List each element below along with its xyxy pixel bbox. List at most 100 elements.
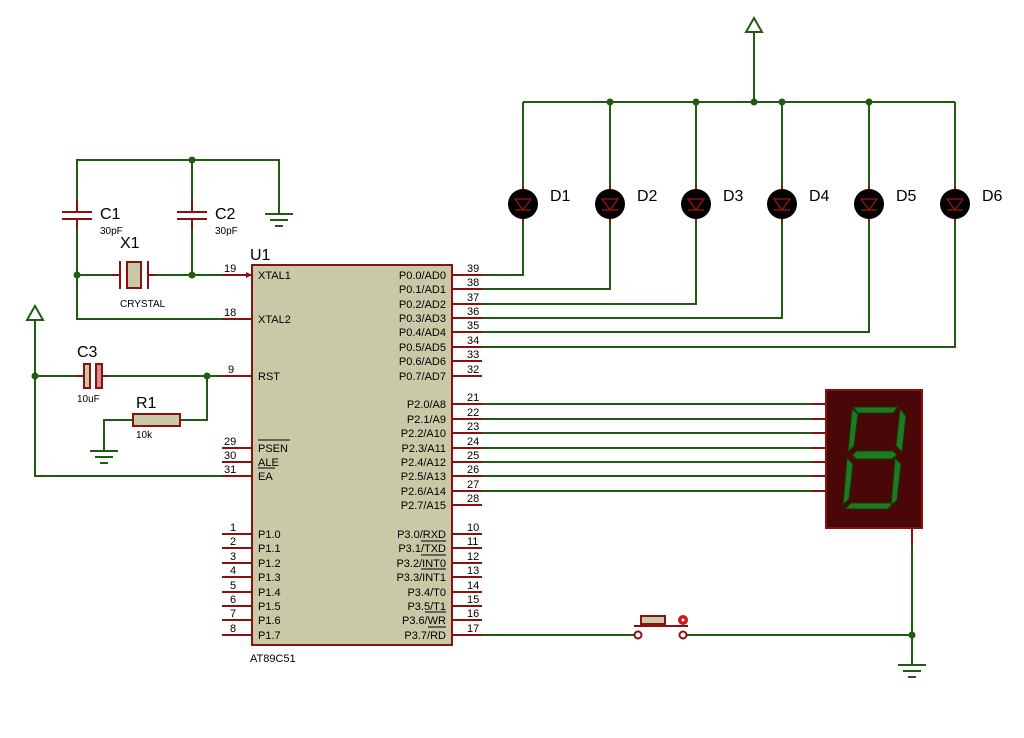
svg-text:9: 9 <box>228 364 234 376</box>
resistor-r1[interactable]: R1 10k <box>132 395 181 441</box>
mcu-pin-1[interactable]: 1P1.0 <box>222 522 281 541</box>
svg-text:32: 32 <box>467 364 479 376</box>
svg-text:XTAL2: XTAL2 <box>258 314 291 326</box>
svg-text:33: 33 <box>467 349 479 361</box>
svg-text:XTAL1: XTAL1 <box>258 270 291 282</box>
push-button[interactable] <box>633 615 688 640</box>
led-d6[interactable]: D6 <box>940 186 1003 222</box>
crystal-x1[interactable]: X1 CRYSTAL <box>112 235 166 310</box>
segment-b <box>895 407 907 454</box>
svg-text:30pF: 30pF <box>215 226 238 237</box>
svg-text:22: 22 <box>467 407 479 419</box>
svg-text:C3: C3 <box>77 344 98 361</box>
capacitor-c3[interactable]: C3 10uF <box>77 344 109 405</box>
svg-text:3: 3 <box>230 551 236 563</box>
segment-f <box>847 408 859 454</box>
svg-text:8: 8 <box>230 623 236 635</box>
svg-text:12: 12 <box>467 551 479 563</box>
svg-text:5: 5 <box>230 580 236 592</box>
oscillator-wires <box>73 156 280 320</box>
svg-text:28: 28 <box>467 493 479 505</box>
svg-text:P2.1/A9: P2.1/A9 <box>407 414 446 426</box>
reset-wires <box>31 320 222 477</box>
svg-text:31: 31 <box>224 464 236 476</box>
led-d2[interactable]: D2 <box>595 186 658 222</box>
svg-text:P0.7/AD7: P0.7/AD7 <box>399 371 446 383</box>
svg-text:P3.6/WR: P3.6/WR <box>402 615 446 627</box>
svg-text:19: 19 <box>224 263 236 275</box>
led-d1[interactable]: D1 <box>508 186 571 222</box>
svg-text:10uF: 10uF <box>77 394 100 405</box>
svg-text:24: 24 <box>467 436 479 448</box>
svg-text:D4: D4 <box>809 188 830 205</box>
svg-text:38: 38 <box>467 277 479 289</box>
capacitor-c2[interactable]: C2 30pF <box>177 200 238 237</box>
svg-text:P0.4/AD4: P0.4/AD4 <box>399 327 446 339</box>
svg-text:PSEN: PSEN <box>258 443 288 455</box>
svg-text:D1: D1 <box>550 188 571 205</box>
svg-text:P2.6/A14: P2.6/A14 <box>401 486 446 498</box>
mcu-pin-8[interactable]: 8P1.7 <box>222 623 281 642</box>
mcu-pin-7[interactable]: 7P1.6 <box>222 608 281 627</box>
svg-text:17: 17 <box>467 623 479 635</box>
mcu-u1[interactable]: U1 AT89C51 <box>250 247 453 665</box>
svg-text:P1.3: P1.3 <box>258 572 281 584</box>
segment-g <box>851 450 898 460</box>
svg-text:D3: D3 <box>723 188 744 205</box>
led-d4[interactable]: D4 <box>767 186 830 222</box>
mcu-pin-6[interactable]: 6P1.5 <box>222 594 281 613</box>
svg-text:P2.0/A8: P2.0/A8 <box>407 399 446 411</box>
led-d5[interactable]: D5 <box>854 186 917 222</box>
mcu-pin-2[interactable]: 2P1.1 <box>222 536 281 555</box>
svg-text:21: 21 <box>467 392 479 404</box>
svg-text:16: 16 <box>467 608 479 620</box>
svg-text:P1.6: P1.6 <box>258 615 281 627</box>
svg-text:P1.1: P1.1 <box>258 543 281 555</box>
svg-text:EA: EA <box>258 471 273 483</box>
svg-text:18: 18 <box>224 307 236 319</box>
ground-symbol-osc <box>265 213 293 227</box>
svg-text:29: 29 <box>224 436 236 448</box>
mcu-pin-5[interactable]: 5P1.4 <box>222 580 281 599</box>
svg-text:P3.5/T1: P3.5/T1 <box>407 601 446 613</box>
led-d3[interactable]: D3 <box>681 186 744 222</box>
svg-text:P0.1/AD1: P0.1/AD1 <box>399 284 446 296</box>
svg-text:P1.2: P1.2 <box>258 558 281 570</box>
svg-text:1: 1 <box>230 522 236 534</box>
seven-segment-display[interactable] <box>812 389 923 545</box>
capacitor-c1[interactable]: C1 30pF <box>62 200 123 237</box>
mcu-pin-4[interactable]: 4P1.3 <box>222 565 281 584</box>
mcu-pin-3[interactable]: 3P1.2 <box>222 551 281 570</box>
